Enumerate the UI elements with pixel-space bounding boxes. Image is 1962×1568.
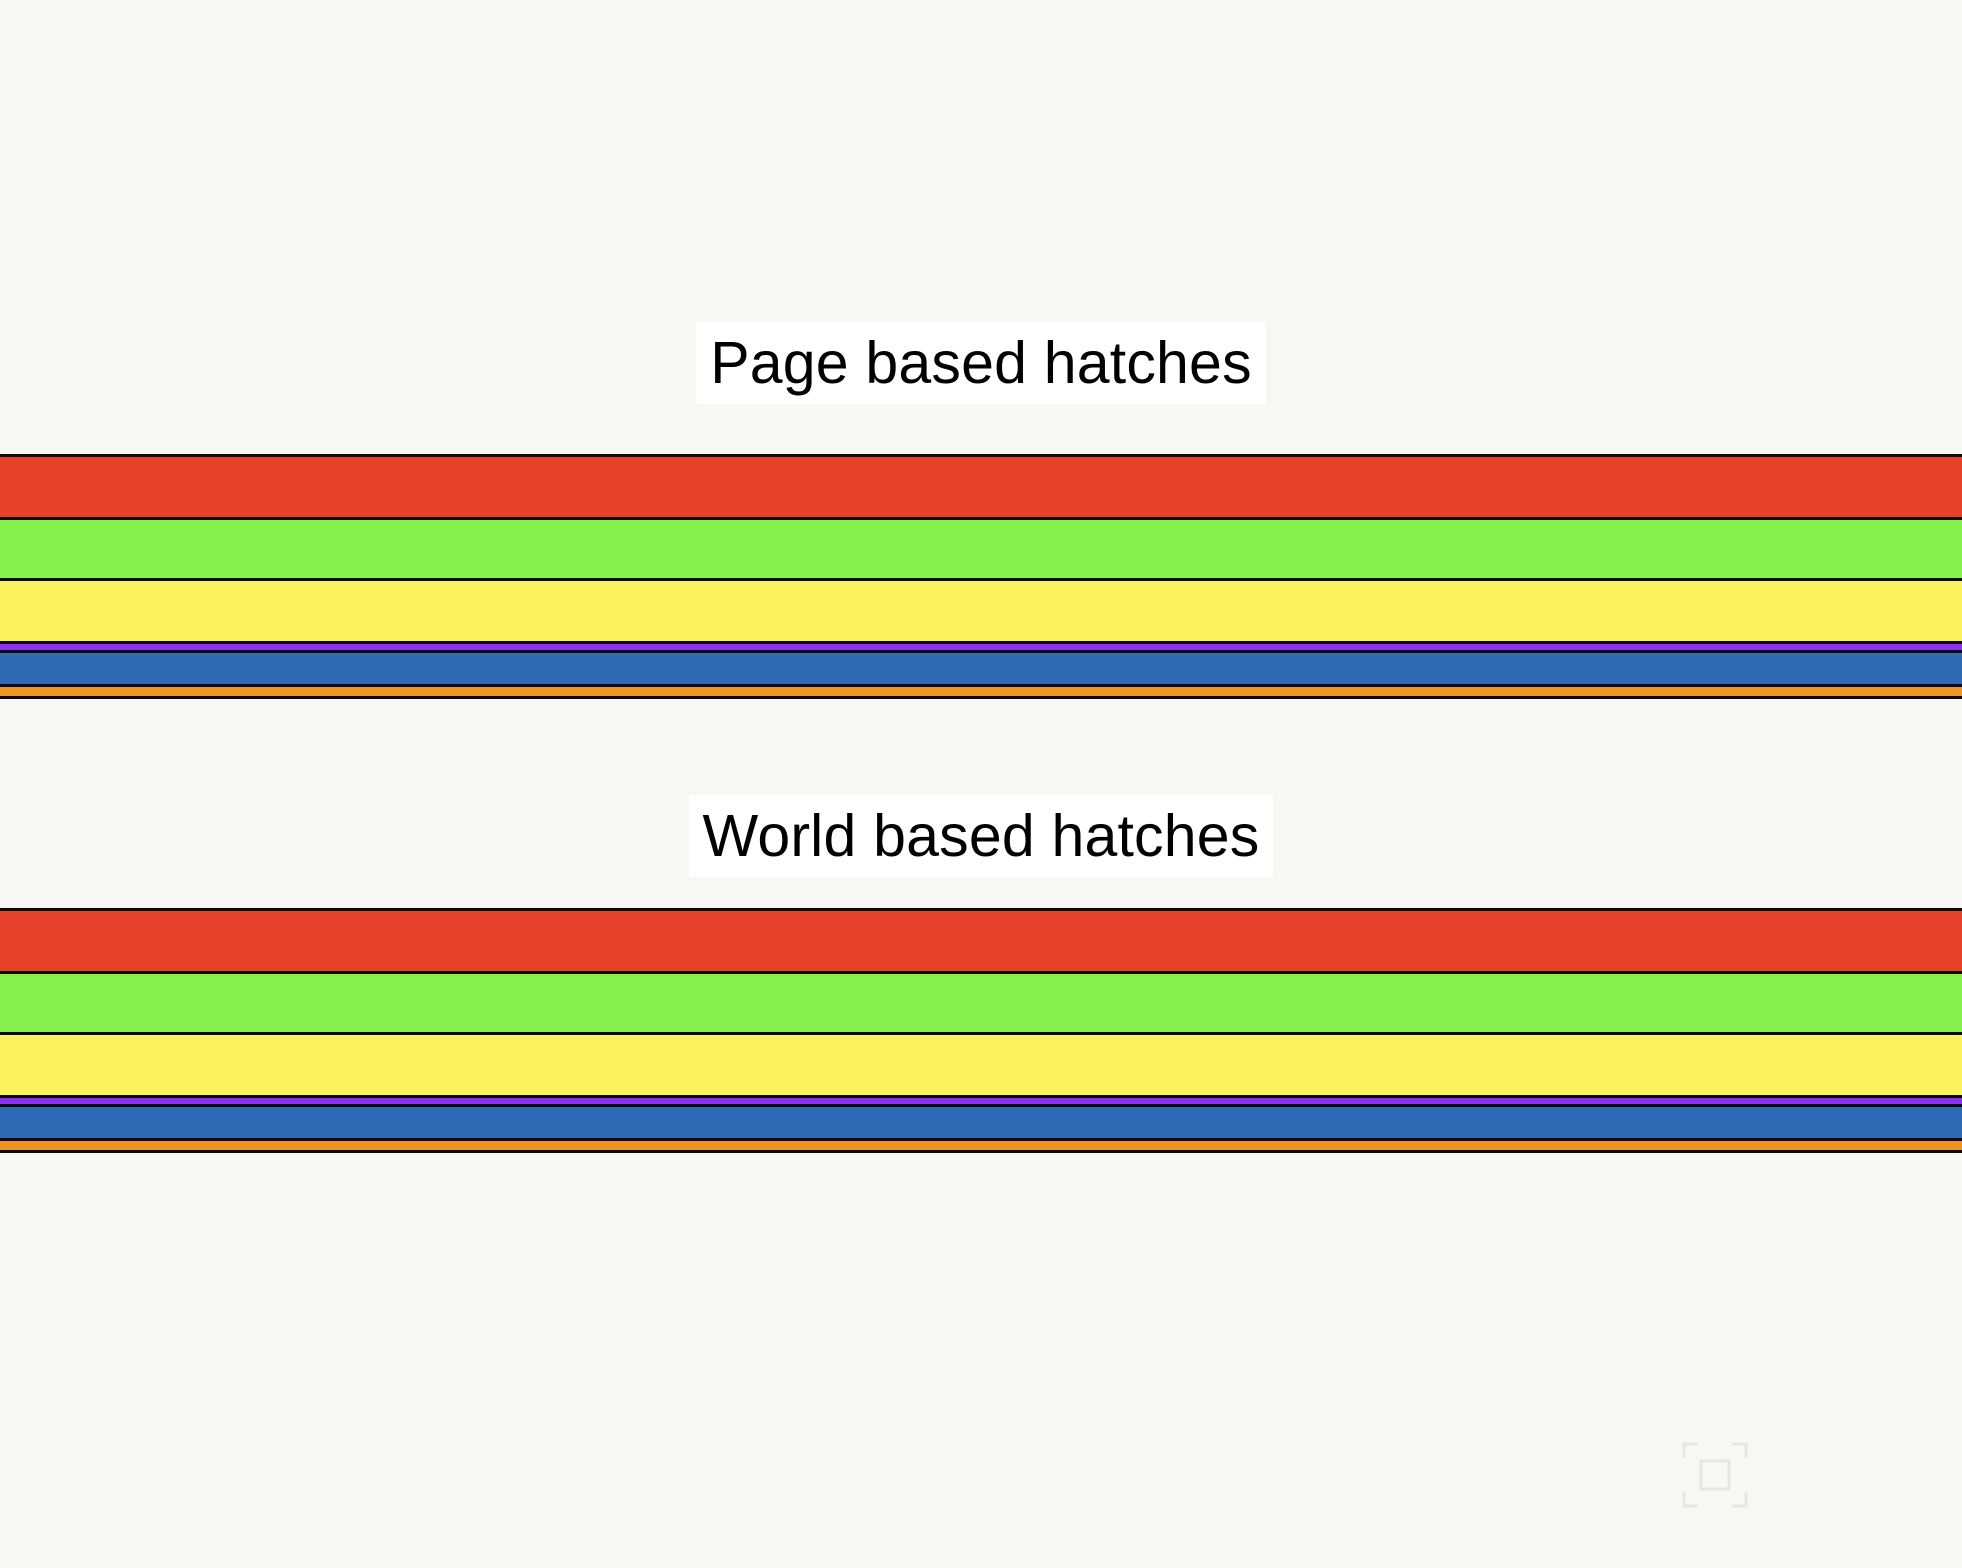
hatch-bar-yellow <box>0 581 1962 644</box>
section-world-based: World based hatches <box>0 795 1962 1153</box>
section-page-based: Page based hatches <box>0 322 1962 699</box>
title-row: World based hatches <box>0 795 1962 877</box>
hatch-bar-yellow <box>0 1035 1962 1098</box>
hatch-bar-blue <box>0 1107 1962 1141</box>
hatch-bar-green <box>0 974 1962 1035</box>
hatch-bar-red <box>0 911 1962 974</box>
world-based-title: World based hatches <box>688 795 1274 877</box>
hatch-bar-green <box>0 520 1962 581</box>
hatch-bar-red <box>0 457 1962 520</box>
hatch-bar-blue <box>0 653 1962 687</box>
title-row: Page based hatches <box>0 322 1962 404</box>
screenshot-capture-icon <box>1682 1442 1748 1508</box>
hatch-bar-purple <box>0 1098 1962 1107</box>
hatch-bar-orange <box>0 1141 1962 1150</box>
page-based-bar-stack <box>0 454 1962 699</box>
hatch-bar-orange <box>0 687 1962 696</box>
world-based-bar-stack <box>0 908 1962 1153</box>
page-based-title: Page based hatches <box>696 322 1266 404</box>
hatch-bar-purple <box>0 644 1962 653</box>
